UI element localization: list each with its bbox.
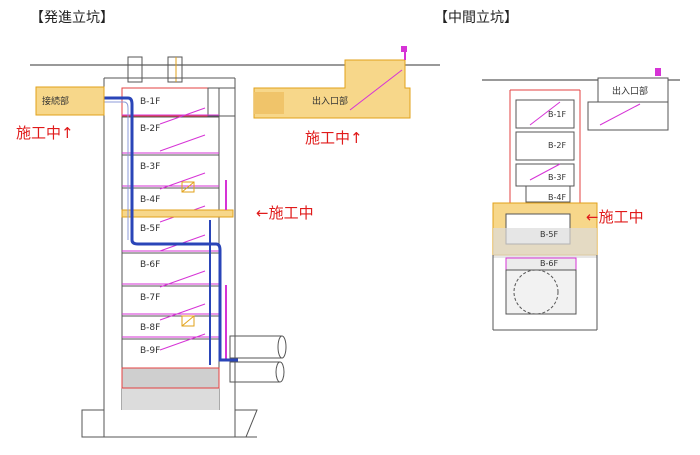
floor-label-left: B-3F (140, 162, 160, 172)
connection-block (35, 86, 105, 116)
floor-label-right: B-3F (548, 173, 566, 182)
floor-labels: B-1F B-2F B-3F B-4F B-5F B-6F B-7F B-8F B-9F (140, 97, 160, 356)
floor-slabs (122, 114, 219, 340)
floor-label-right: B-1F (548, 110, 566, 119)
pipe-route-1 (104, 96, 238, 362)
connection-label: 接続部 (42, 95, 69, 107)
entrance-block-right: 出入口部 (587, 68, 669, 131)
stair-line (159, 172, 206, 190)
stair-line (159, 107, 206, 125)
title-launch-shaft: 【発進立坑】 (30, 10, 114, 26)
stair-line (159, 134, 206, 152)
floor-label-right: B-2F (548, 141, 566, 150)
tunnel-ring (513, 269, 559, 315)
floor-label-left: B-6F (140, 260, 160, 270)
stair-line (159, 333, 206, 351)
floor-label-left: B-8F (140, 323, 160, 333)
floor-label-left: B-7F (140, 293, 160, 303)
floor-label-left: B-2F (140, 124, 160, 134)
floor-label-right: B-5F (540, 230, 558, 239)
stair-line (159, 303, 206, 321)
stair-line (159, 270, 206, 288)
status-label-connection: 施工中↑ (16, 124, 74, 142)
status-label-launch-b4f: ←施工中 (256, 204, 314, 222)
floor-label-right: B-4F (548, 193, 566, 202)
floor-labels-right: B-1F B-2F B-3F B-4F B-5F B-6F (540, 110, 566, 268)
vent-stack-1 (127, 56, 143, 83)
status-label-entrance: 施工中↑ (305, 129, 363, 147)
entrance-block-left: 出入口部 (253, 46, 411, 119)
title-intermediate-shaft: 【中間立坑】 (434, 10, 518, 26)
outlet-pipes (229, 335, 287, 383)
status-label-intermediate-b5f: ←施工中 (586, 208, 644, 226)
construction-band (121, 209, 234, 218)
launch-shaft: 接続部 出入口部 B-1F B-2F B-3F B-4F B-5F B-6F B-7F B-8… (30, 46, 440, 438)
floor-label-left: B-4F (140, 195, 160, 205)
floor-label-left: B-9F (140, 346, 160, 356)
vent-stack-2 (167, 56, 183, 83)
entrance-label-right: 出入口部 (612, 85, 648, 97)
floor-label-left: B-1F (140, 97, 160, 107)
intermediate-shaft: 出入口部 B-1F B-2F B-3F B-4F B-5F B-6F (482, 68, 680, 331)
floor-label-left: B-5F (140, 224, 160, 234)
base-red-slab (121, 367, 220, 389)
entrance-label-left: 出入口部 (312, 95, 348, 107)
floor-label-right: B-6F (540, 259, 558, 268)
base-slab (122, 388, 219, 410)
